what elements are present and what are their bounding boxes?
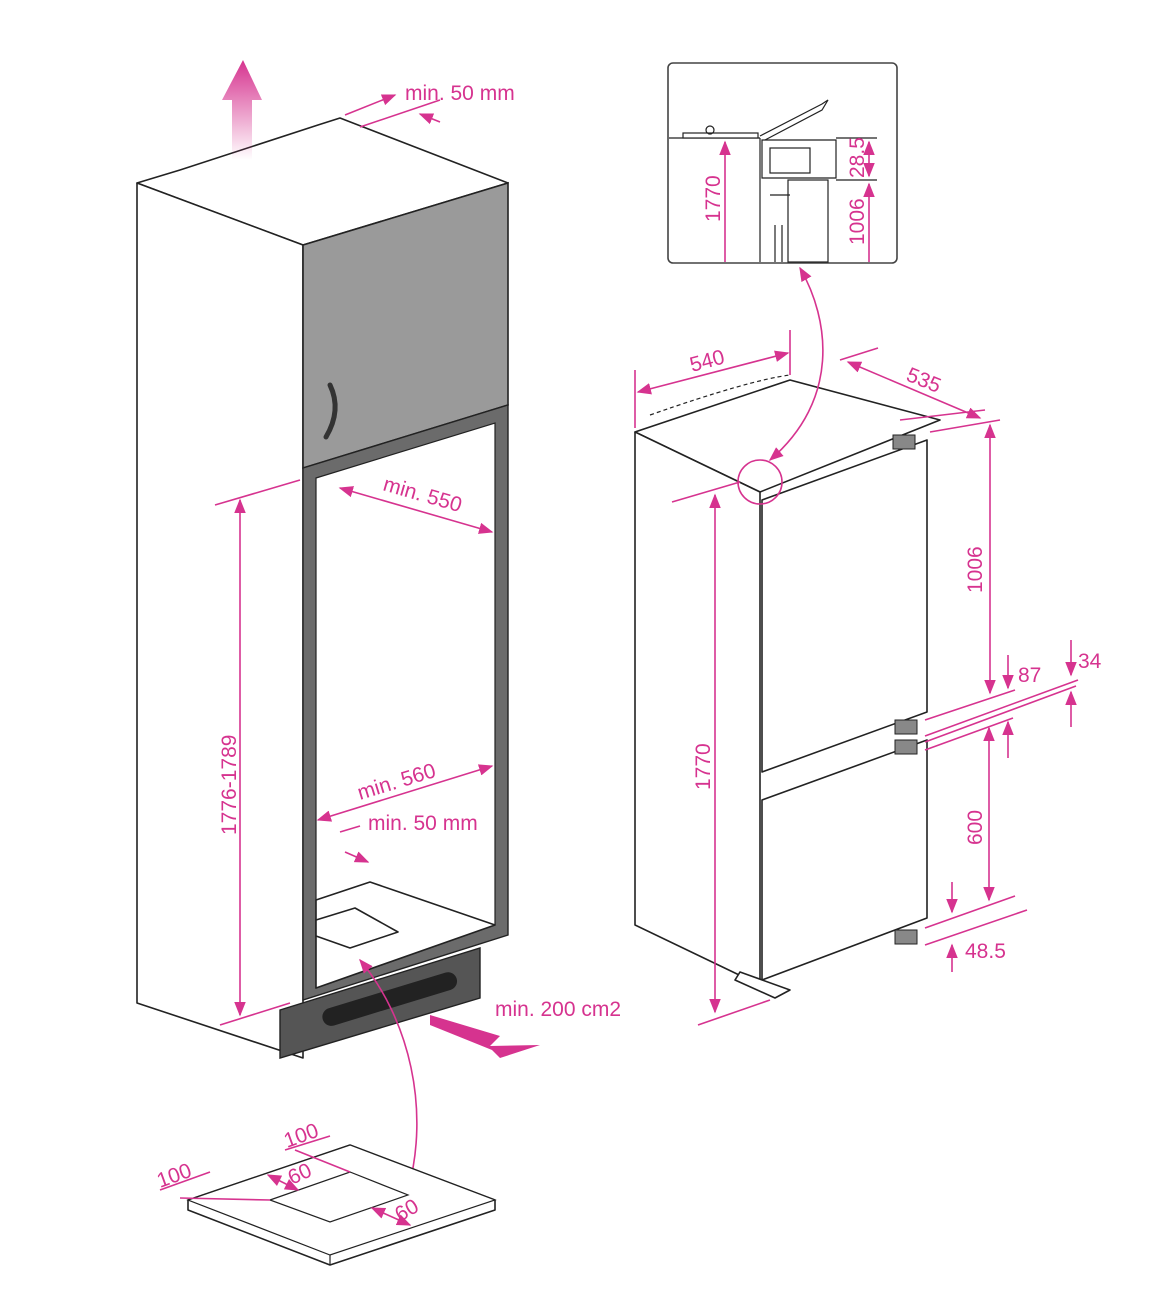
hinge-offset-label: 34 (1078, 650, 1102, 673)
upper-hinge-height-label: 1006 (964, 546, 987, 593)
plinth-vent-slot (322, 972, 458, 1026)
top-clearance-label: min. 50 mm (405, 82, 515, 105)
detail-hinge-height-label: 1006 (846, 198, 869, 245)
appliance: 540 535 1770 1006 87 34 600 48.5 (634, 266, 1102, 1026)
appliance-side (634, 431, 761, 986)
vent-area-label: min. 200 cm2 (495, 998, 621, 1021)
hinge-icons (892, 434, 918, 945)
plate-offset-back-label: 100 (281, 1119, 322, 1153)
hinge-gap-label: 87 (1018, 664, 1041, 687)
cabinet-niche: min. 50 mm 1776-1789 min. 550 min. 560 m… (136, 60, 621, 1191)
floor-vent-hole (315, 907, 399, 949)
bottom-hinge-label: 48.5 (965, 940, 1006, 963)
detail-top-offset-label: 28.5 (846, 137, 869, 178)
cabinet-side-panel (136, 182, 304, 1059)
appliance-height-label: 1770 (692, 743, 715, 790)
vent-plate-detail: 100 100 60 60 (154, 1119, 497, 1266)
detail-height-label: 1770 (702, 175, 725, 222)
detail-link-arrow (359, 958, 418, 1191)
lower-door (761, 739, 928, 981)
appliance-depth-label: 535 (903, 363, 944, 397)
upper-door (761, 439, 928, 773)
plate-offset-left-label: 100 (154, 1159, 195, 1193)
niche-height-label: 1776-1789 (218, 735, 241, 835)
appliance-width-label: 540 (687, 346, 727, 377)
rear-gap-label: min. 50 mm (368, 812, 478, 835)
air-outlet-arrow-icon (222, 60, 262, 160)
lower-section-label: 600 (964, 810, 987, 845)
door-handle (323, 382, 338, 440)
hinge-detail-inset: 1770 28.5 1006 (667, 62, 898, 264)
air-inlet-arrow-icon (430, 1015, 540, 1058)
